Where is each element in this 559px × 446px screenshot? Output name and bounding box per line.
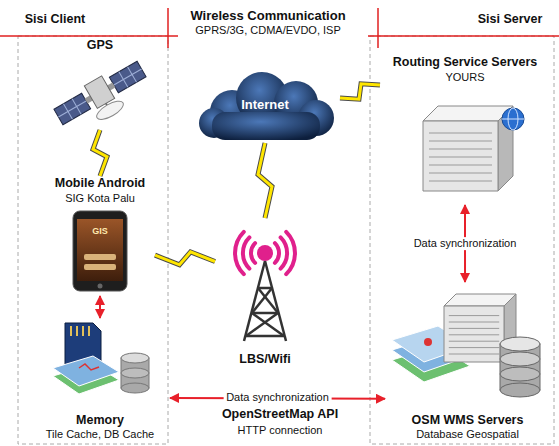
- bolt-fill: [155, 252, 215, 265]
- node-subtitle: SIG Kota Palu: [65, 192, 135, 206]
- bolt-fill: [340, 84, 380, 99]
- node-title: GPS: [87, 38, 113, 54]
- section-header: Sisi Server: [478, 12, 543, 27]
- header-tick: [167, 8, 169, 48]
- wireless-link: [155, 252, 215, 265]
- routing-server-icon: [403, 91, 528, 201]
- routing-server: Routing Service ServersYOURS: [380, 55, 550, 205]
- arrow-line: [99, 296, 101, 318]
- gps-satellite-icon: [50, 58, 150, 128]
- server-panel: [370, 36, 554, 444]
- gps-satellite: GPS: [45, 38, 155, 130]
- lbs-tower-icon: [220, 218, 310, 343]
- memory-storage: MemoryTile Cache, DB Cache: [30, 318, 170, 442]
- node-subtitle: YOURS: [445, 71, 484, 85]
- osm-server: OSM WMS ServersDatabase Geospatial: [385, 282, 550, 442]
- client-panel: [18, 36, 168, 444]
- screen-text: GIS: [92, 226, 108, 237]
- bolt-outline: [155, 252, 215, 265]
- channel-header: Wireless Communication: [190, 8, 345, 24]
- wireless-link: [340, 84, 380, 99]
- sync-arrow: [100, 296, 101, 318]
- section-header: Sisi Client: [25, 12, 85, 27]
- link-title: OpenStreetMap API: [222, 407, 338, 422]
- node-title: Memory: [76, 413, 124, 429]
- edge-label: Data synchronization: [411, 237, 520, 251]
- bolt-fill: [258, 143, 272, 218]
- internet-cloud: Internet: [190, 68, 340, 143]
- node-title: Mobile Android: [55, 176, 146, 192]
- mobile-device-icon: [72, 210, 128, 292]
- header-rule: [368, 35, 559, 37]
- wireless-link: [93, 130, 107, 176]
- edge-label: Data synchronization: [223, 392, 332, 406]
- node-title: OSM WMS Servers: [412, 413, 524, 429]
- bolt-outline: [93, 130, 107, 176]
- lbs-tower: LBS/Wifi: [215, 218, 315, 368]
- node-title: Routing Service Servers: [393, 55, 538, 71]
- node-title: LBS/Wifi: [239, 352, 290, 368]
- channel-subheader: GPRS/3G, CDMA/EVDO, ISP: [195, 24, 340, 37]
- bolt-fill: [93, 130, 107, 176]
- node-subtitle: Tile Cache, DB Cache: [46, 428, 154, 442]
- header-rule: [0, 35, 178, 37]
- bolt-outline: [258, 143, 272, 218]
- link-subtitle: HTTP connection: [238, 424, 323, 437]
- header-tick: [377, 8, 379, 48]
- node-subtitle: Database Geospatial: [416, 428, 519, 442]
- bolt-outline: [340, 84, 380, 99]
- osm-server-icon: [388, 282, 548, 407]
- node-title: Internet: [241, 97, 289, 113]
- memory-storage-icon: [45, 318, 155, 398]
- wireless-link: [258, 143, 272, 218]
